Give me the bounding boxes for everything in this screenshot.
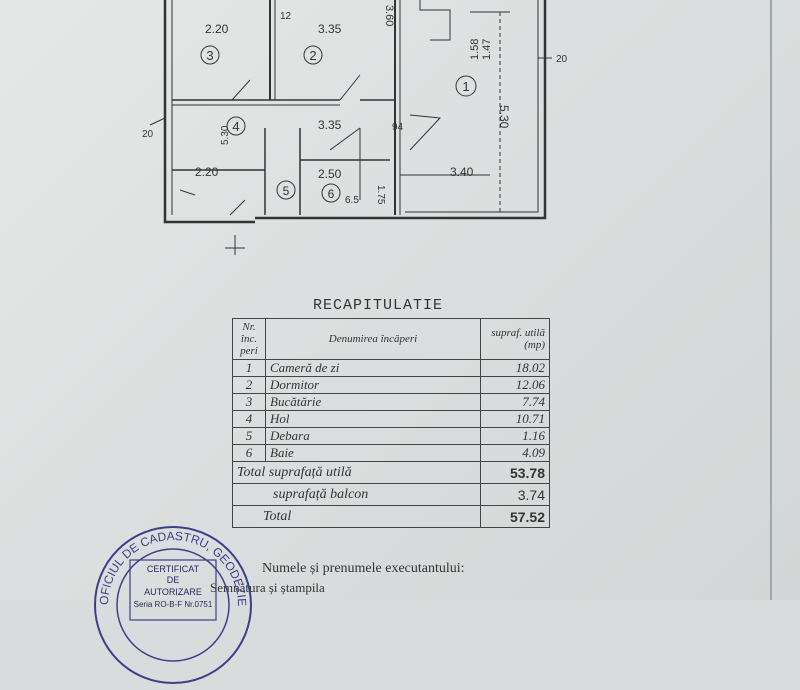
dimension-label: 2.20 <box>195 165 219 179</box>
row-name: Dormitor <box>265 376 481 394</box>
row-name: Baie <box>265 444 481 462</box>
total-row: Total 57.52 <box>232 505 550 528</box>
row-nr: 3 <box>232 393 266 411</box>
header-name: Denumirea încăperi <box>265 318 481 360</box>
dimension-label: 5.30 <box>497 105 511 129</box>
balcon-area: 3.74 <box>480 483 550 506</box>
table-row: 4 Hol 10.71 <box>232 410 550 428</box>
room-number: 5 <box>283 184 290 198</box>
room-number: 3 <box>206 48 213 63</box>
dimension-label: 1.75 <box>375 185 386 205</box>
recap-title: RECAPITULATIE <box>313 297 444 314</box>
executant-name-label: Numele și prenumele executantului: <box>262 561 465 576</box>
recap-table: Nr. înc. peri Denumirea încăperi supraf.… <box>232 318 550 528</box>
row-area: 18.02 <box>480 359 550 377</box>
row-nr: 4 <box>232 410 266 428</box>
dimension-label: 5.30 <box>220 125 231 145</box>
row-area: 7.74 <box>480 393 550 411</box>
row-nr: 5 <box>232 427 266 445</box>
table-row: 2 Dormitor 12.06 <box>232 376 550 394</box>
balcon-label: suprafață balcon <box>232 483 481 506</box>
stamp-line: Seria RO-B-F Nr.0751 <box>134 600 213 609</box>
dimension-label: 3.35 <box>318 22 342 36</box>
row-name: Hol <box>265 410 481 428</box>
row-name: Bucătărie <box>265 393 481 411</box>
dimension-label: 1.58 <box>469 39 481 60</box>
room-number: 6 <box>328 187 335 201</box>
dimension-label: 94 <box>392 122 404 133</box>
total-label: Total <box>232 505 481 528</box>
page-edge-line <box>770 0 772 600</box>
row-area: 4.09 <box>480 444 550 462</box>
header-nr: Nr. înc. peri <box>232 318 266 360</box>
table-row: 6 Baie 4.09 <box>232 444 550 462</box>
signature-label: Semnătura și ștampila <box>210 580 325 595</box>
row-nr: 1 <box>232 359 266 377</box>
floor-plan: 1 2 3 4 5 6 2.20 3.35 3.35 2.20 2.50 3.4… <box>142 0 568 255</box>
dimension-label: 2.20 <box>205 22 229 36</box>
total-util-label: Total suprafață utilă <box>232 461 481 484</box>
dimension-label: 3.35 <box>318 118 342 132</box>
table-row: 1 Cameră de zi 18.02 <box>232 359 550 377</box>
dimension-label: 20 <box>142 129 154 140</box>
row-area: 10.71 <box>480 410 550 428</box>
dimension-label: 3.40 <box>450 165 474 179</box>
row-name: Cameră de zi <box>265 359 481 377</box>
stamp-line: DE <box>167 575 180 585</box>
row-nr: 6 <box>232 444 266 462</box>
room-number: 2 <box>309 48 316 63</box>
row-area: 12.06 <box>480 376 550 394</box>
dimension-label: 3.60 <box>383 5 395 26</box>
row-name: Debara <box>265 427 481 445</box>
dimension-label: 2.50 <box>318 167 342 181</box>
total-area: 57.52 <box>480 505 550 528</box>
total-util-row: Total suprafață utilă 53.78 <box>232 461 550 484</box>
stamp-line: AUTORIZARE <box>144 587 202 597</box>
dimension-label: 6.5 <box>345 195 359 206</box>
balcon-row: suprafață balcon 3.74 <box>232 483 550 506</box>
row-area: 1.16 <box>480 427 550 445</box>
total-util-area: 53.78 <box>480 461 550 484</box>
dimension-label: 20 <box>556 54 568 65</box>
table-row: 5 Debara 1.16 <box>232 427 550 445</box>
room-number: 4 <box>232 119 239 134</box>
header-area: supraf. utilă (mp) <box>480 318 550 360</box>
row-nr: 2 <box>232 376 266 394</box>
table-row: 3 Bucătărie 7.74 <box>232 393 550 411</box>
dimension-label: 12 <box>280 11 292 22</box>
room-number: 1 <box>462 79 469 94</box>
stamp-line: CERTIFICAT <box>147 564 200 574</box>
dimension-label: 1.47 <box>481 39 493 60</box>
official-stamp: OFICIUL DE CADASTRU, GEODEZIE CERTIFICAT… <box>94 526 252 684</box>
